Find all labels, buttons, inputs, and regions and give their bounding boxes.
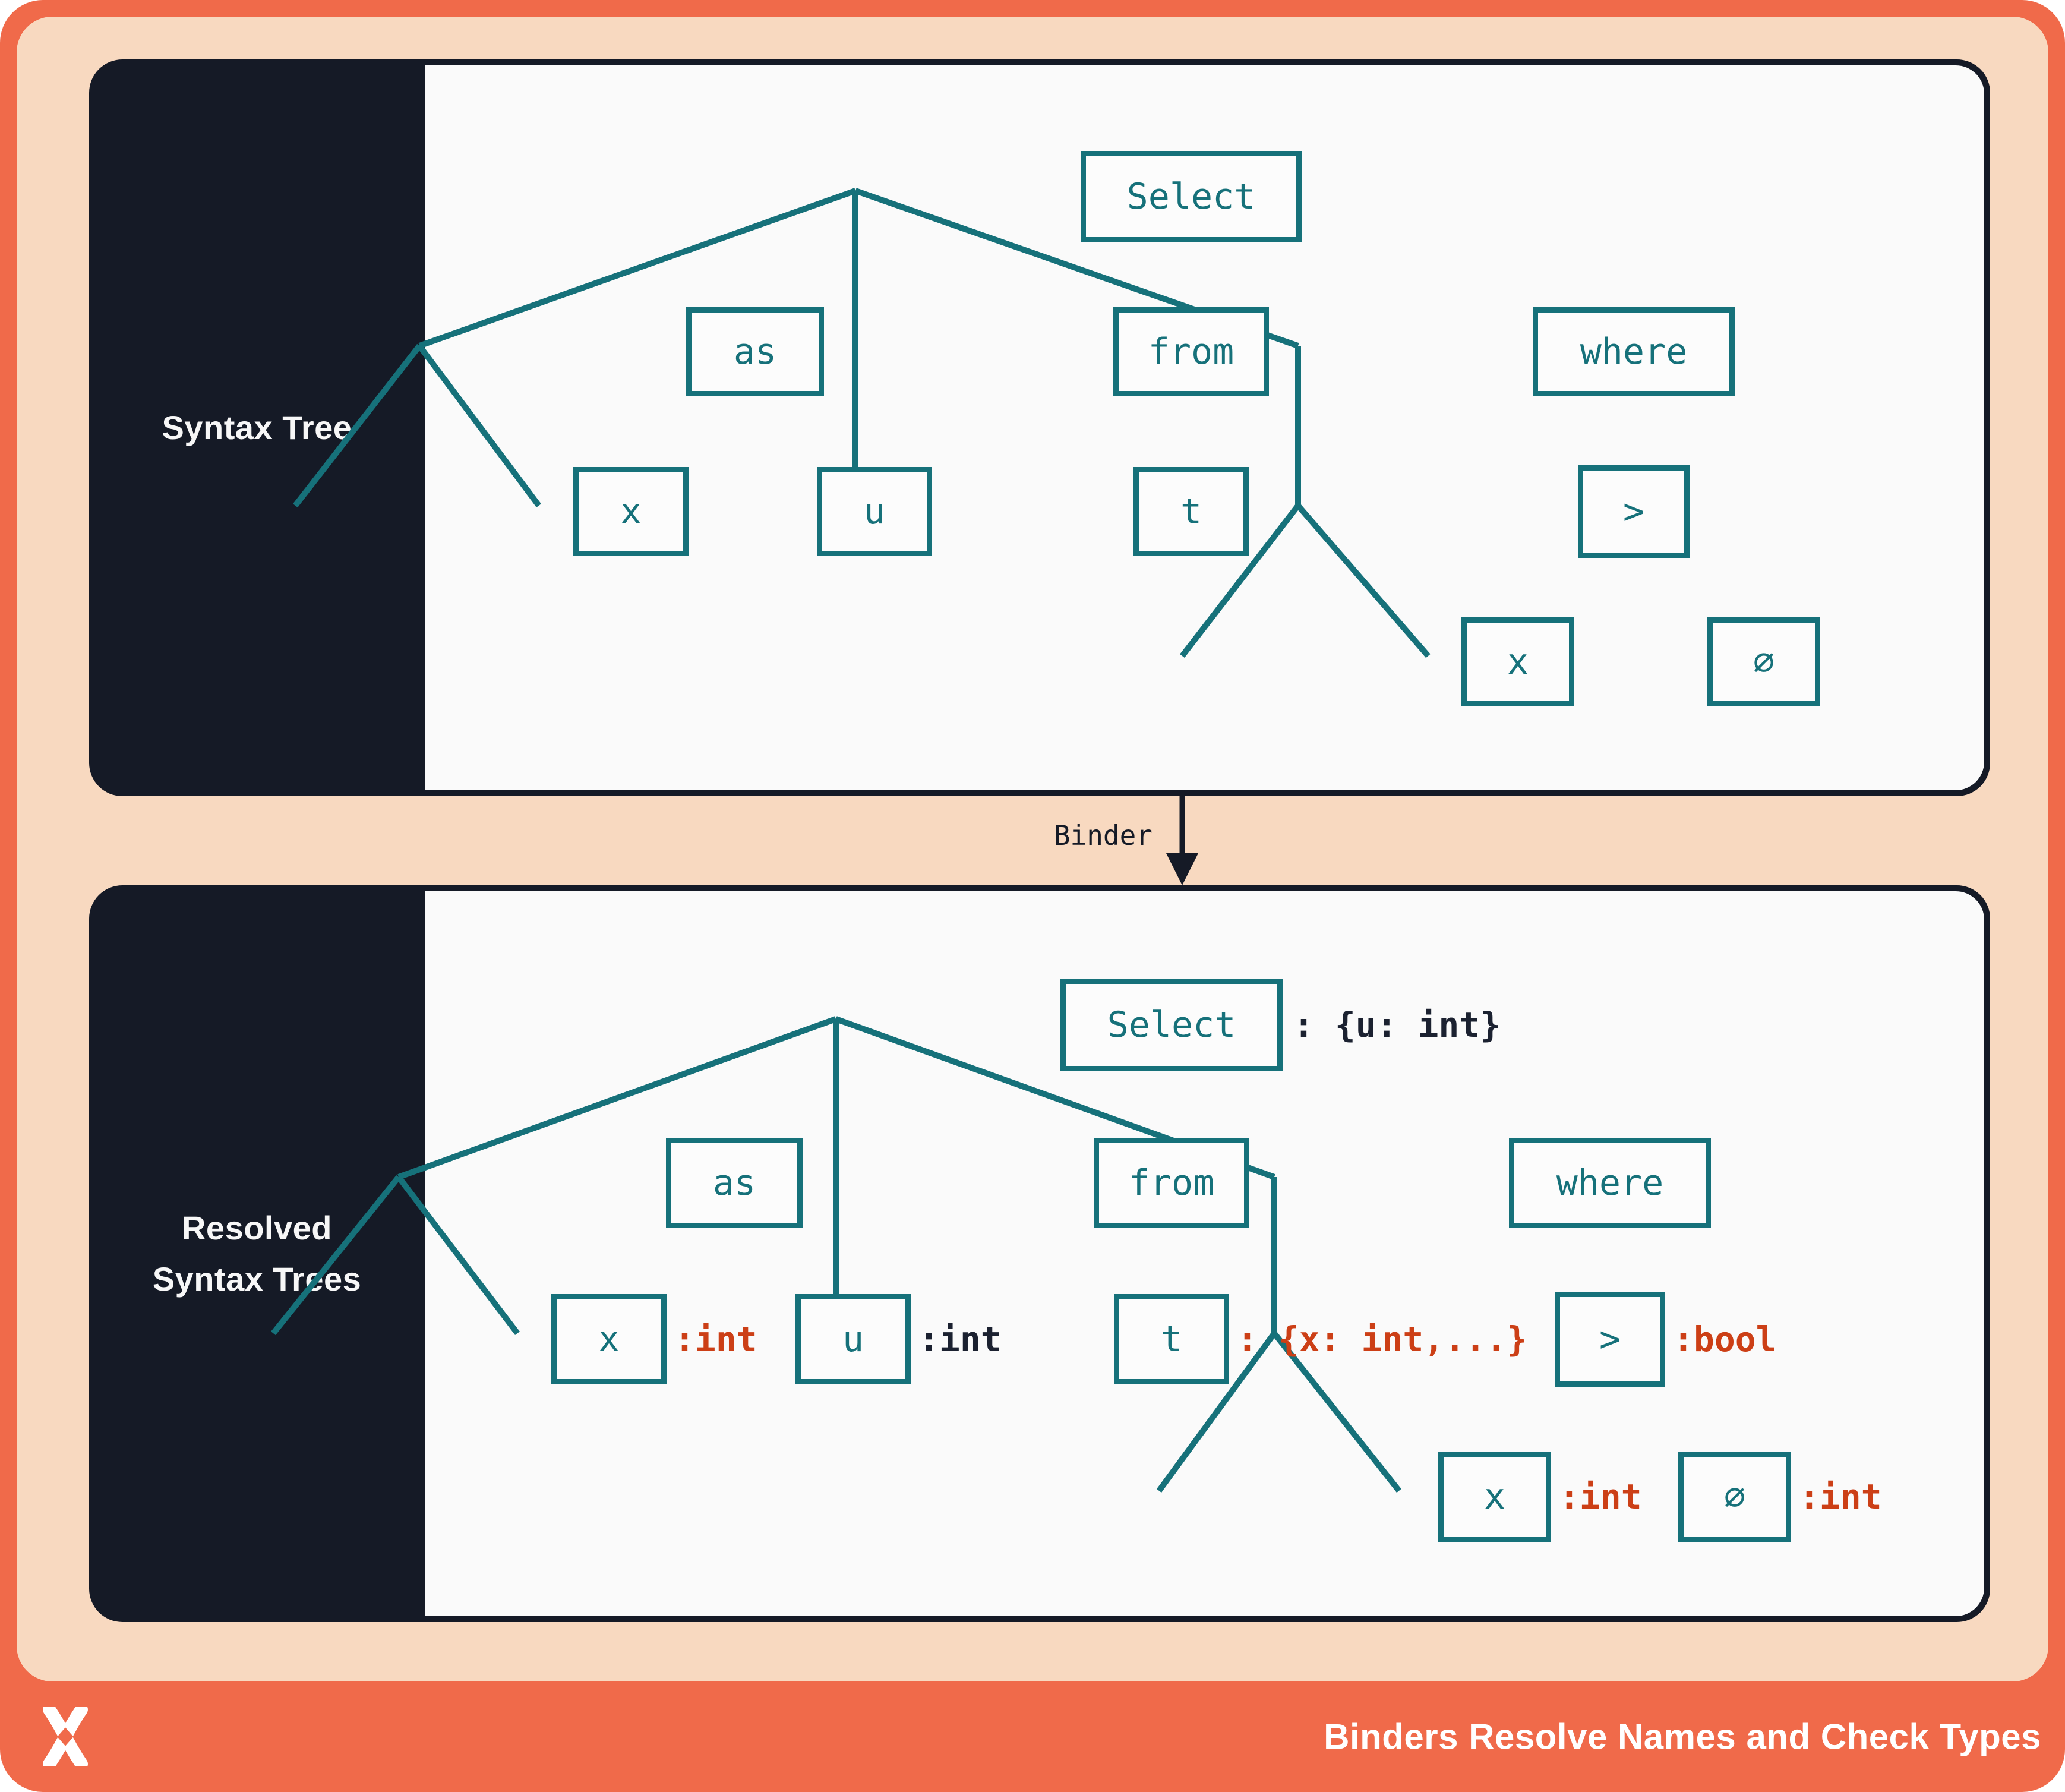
node-x: x (573, 467, 689, 556)
resolved-syntax-trees-panel: Resolved Syntax Trees Select (89, 885, 1990, 1622)
syntax-tree-sidebar: Syntax Tree (89, 59, 425, 796)
footer-title: Binders Resolve Names and Check Types (1324, 1717, 2041, 1757)
node-where: where (1533, 307, 1735, 396)
resolved-tree-canvas: Select : {u: int} as from where x :int u… (271, 891, 1984, 1616)
node-as: as (686, 307, 824, 396)
node-zero: ∅ (1707, 617, 1820, 706)
gt-type-annotation: :bool (1673, 1319, 1777, 1359)
resolved-node-x-operand: x (1438, 1452, 1551, 1542)
resolved-node-as: as (666, 1138, 803, 1228)
resolved-node-greater-than: > (1555, 1292, 1665, 1387)
resolved-node-select: Select (1060, 979, 1283, 1071)
resolved-sidebar-label: Resolved Syntax Trees (152, 1209, 362, 1298)
syntax-tree-canvas: Select as from where x u t > x ∅ (293, 65, 1984, 790)
resolved-node-x: x (551, 1294, 667, 1384)
zero-type-annotation: :int (1799, 1476, 1882, 1517)
x-operand-type-annotation: :int (1559, 1476, 1642, 1517)
node-from: from (1113, 307, 1269, 396)
resolved-node-t: t (1114, 1294, 1229, 1384)
resolved-node-from: from (1094, 1138, 1249, 1228)
syntax-tree-panel: Syntax Tree Select as (89, 59, 1990, 796)
resolved-node-u: u (795, 1294, 911, 1384)
resolved-node-where: where (1509, 1138, 1711, 1228)
x-type-annotation: :int (674, 1319, 757, 1359)
resolved-sidebar: Resolved Syntax Trees (89, 885, 425, 1622)
node-t: t (1133, 467, 1249, 556)
binder-arrow-icon (1166, 795, 1198, 885)
binder-label: Binder (1053, 819, 1153, 851)
syntax-tree-sidebar-label: Syntax Tree (162, 409, 352, 446)
resolved-node-zero: ∅ (1678, 1452, 1791, 1542)
node-greater-than: > (1578, 465, 1690, 558)
select-type-annotation: : {u: int} (1293, 1005, 1501, 1045)
t-type-annotation: : {x: int,...} (1237, 1319, 1527, 1359)
node-x-operand: x (1461, 617, 1574, 706)
node-u: u (817, 467, 932, 556)
footer-bar: Binders Resolve Names and Check Types (0, 1681, 2065, 1792)
u-type-annotation: :int (918, 1319, 1002, 1359)
node-select: Select (1081, 151, 1302, 242)
brand-x-logo-icon (43, 1707, 88, 1766)
